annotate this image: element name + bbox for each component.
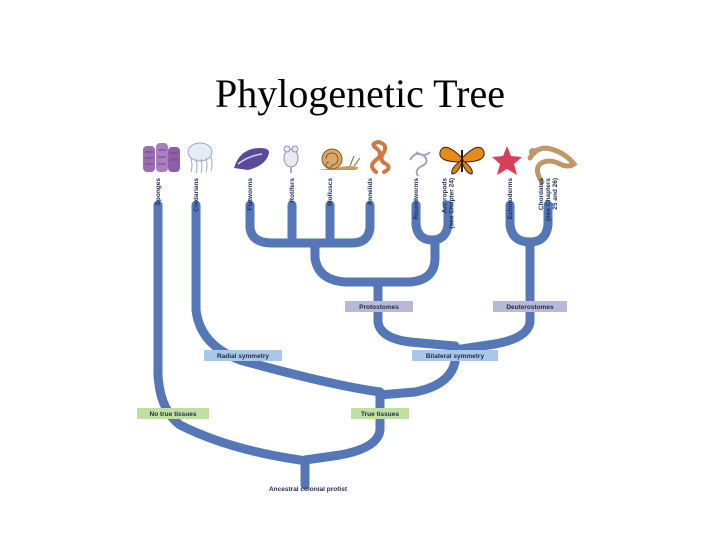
snail-icon (318, 148, 361, 170)
taxon-label: 25 and 26) (552, 178, 559, 210)
rotifer-icon (283, 145, 299, 173)
node-label-no-true-tissues: No true tissues (150, 411, 197, 418)
node-label-protostomes: Protostomes (359, 304, 399, 311)
roundworm-icon (409, 151, 431, 177)
node-true-tissues: True tissues (351, 408, 409, 419)
taxon-label: Arthropods (442, 178, 449, 214)
branch-protostome-left-clade (245, 200, 375, 248)
taxon-label: Molluscs (327, 178, 334, 206)
taxon-label: Sponges (155, 178, 162, 206)
branch-bilateral-join (373, 307, 460, 351)
taxon-label: Flatworms (247, 178, 254, 211)
taxon-label: (see Chapters (545, 178, 552, 221)
tree-branches (153, 200, 553, 490)
branch-true-tissues (300, 390, 385, 465)
node-label-bilateral-symmetry: Bilateral symmetry (426, 353, 485, 360)
node-bilateral-symmetry: Bilateral symmetry (412, 350, 498, 361)
node-label-radial-symmetry: Radial symmetry (217, 353, 269, 360)
sponge-icon (143, 143, 180, 172)
root-label: Ancestral colonial protist (269, 486, 348, 493)
taxa-icons (143, 139, 578, 185)
jellyfish-icon (187, 142, 213, 174)
starfish-icon (492, 146, 522, 175)
taxon-labels: Sponges Cnidarians Flatworms Rotifers Mollus… (155, 178, 559, 229)
node-deuterostomes: Deuterostomes (493, 301, 567, 312)
node-label-deuterostomes: Deuterostomes (506, 304, 554, 311)
node-label-true-tissues: True tissues (361, 411, 399, 418)
node-radial-symmetry: Radial symmetry (204, 350, 282, 361)
taxon-label: Echinoderms (507, 178, 514, 220)
taxon-label: Roundworms (413, 178, 420, 220)
taxon-label: Rotifers (289, 178, 296, 203)
branch-bilateral-stem (375, 341, 460, 400)
lizard-icon (527, 145, 578, 185)
branch-deutero-to-bilateral (450, 307, 535, 355)
taxon-label: Chordates (538, 178, 545, 211)
annelid-icon (370, 139, 391, 174)
branch-sponges (153, 200, 305, 465)
node-protostomes: Protostomes (345, 301, 413, 312)
taxon-label: Cnidarians (193, 178, 200, 212)
node-no-true-tissues: No true tissues (137, 408, 209, 419)
taxon-label: (see Chapter 24) (449, 178, 456, 229)
taxon-label: Annelids (367, 178, 374, 206)
slide-title: Phylogenetic Tree (215, 71, 505, 116)
butterfly-icon (439, 146, 485, 175)
flatworm-icon (234, 148, 269, 170)
